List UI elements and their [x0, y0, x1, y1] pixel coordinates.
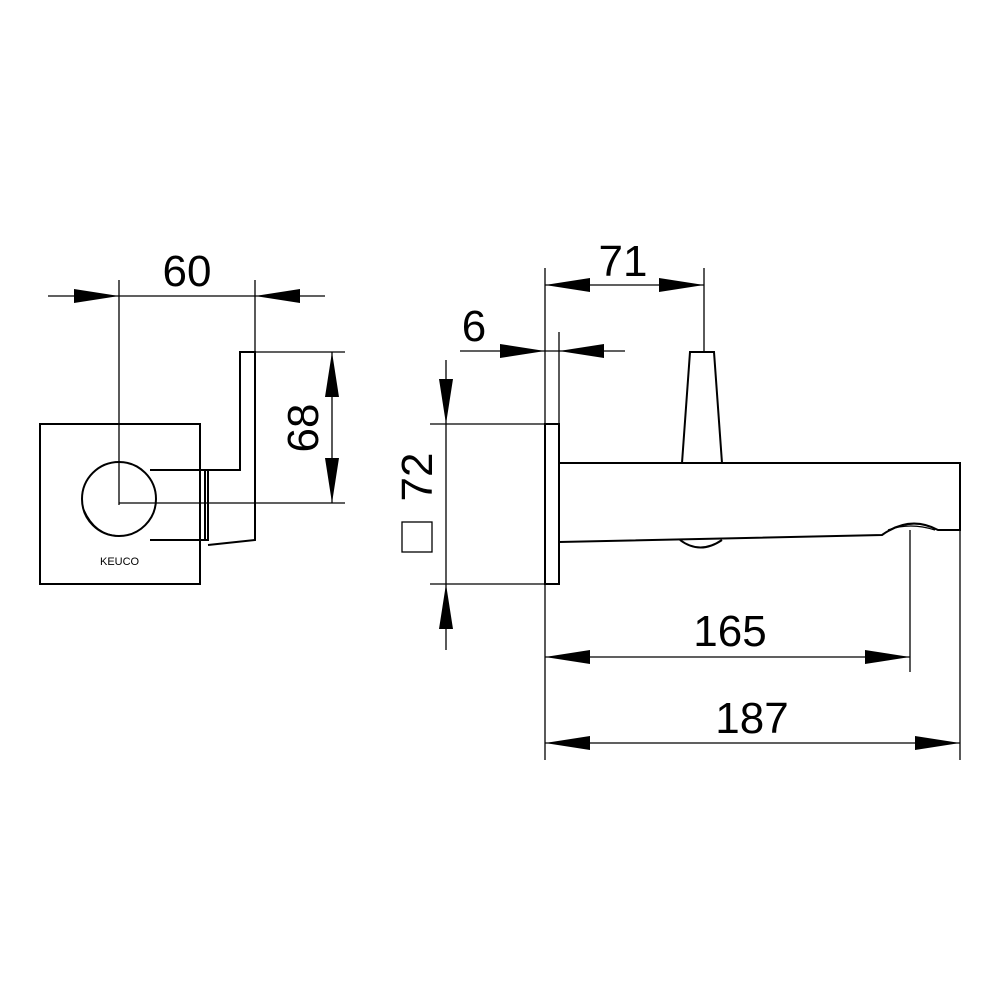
- dim-165-arrow-right: [865, 650, 910, 664]
- side-lever: [681, 351, 723, 464]
- dim-60-arrow-left: [74, 289, 119, 303]
- dim-72-arrow-top: [439, 379, 453, 424]
- brand-logo: KEUCO: [100, 556, 140, 568]
- side-view: 71 6 72 165 187: [393, 237, 961, 760]
- dim-68-arrow-top: [325, 352, 339, 397]
- square-symbol: [401, 521, 433, 553]
- dim-6-label: 6: [462, 302, 486, 351]
- front-lever: [207, 351, 256, 546]
- dim-68-arrow-bottom: [325, 458, 339, 503]
- dim-71-label: 71: [599, 237, 648, 286]
- dim-71-arrow-left: [545, 278, 590, 292]
- side-plate: [544, 423, 560, 585]
- front-knob-edge: [83, 509, 120, 537]
- dim-6-arrow-left: [500, 344, 545, 358]
- side-spout: [558, 462, 961, 543]
- dim-68-label: 68: [279, 404, 328, 453]
- dim-72-label: 72: [393, 453, 442, 502]
- dim-187-arrow-right: [915, 736, 960, 750]
- front-shaft-collar: [199, 469, 209, 541]
- dim-71-arrow-right: [659, 278, 704, 292]
- dim-187-label: 187: [715, 694, 788, 743]
- dim-187-arrow-left: [545, 736, 590, 750]
- dim-6-arrow-right: [559, 344, 604, 358]
- dim-72-arrow-bottom: [439, 584, 453, 629]
- dim-60-arrow-right: [255, 289, 300, 303]
- side-spout-underside: [679, 539, 723, 549]
- front-knob-shaft: [150, 469, 206, 541]
- front-view: KEUCO 60 68: [39, 247, 345, 585]
- dim-165-arrow-left: [545, 650, 590, 664]
- side-spout-outlet: [887, 525, 936, 531]
- dim-165-label: 165: [693, 607, 766, 656]
- dim-60-label: 60: [163, 247, 212, 296]
